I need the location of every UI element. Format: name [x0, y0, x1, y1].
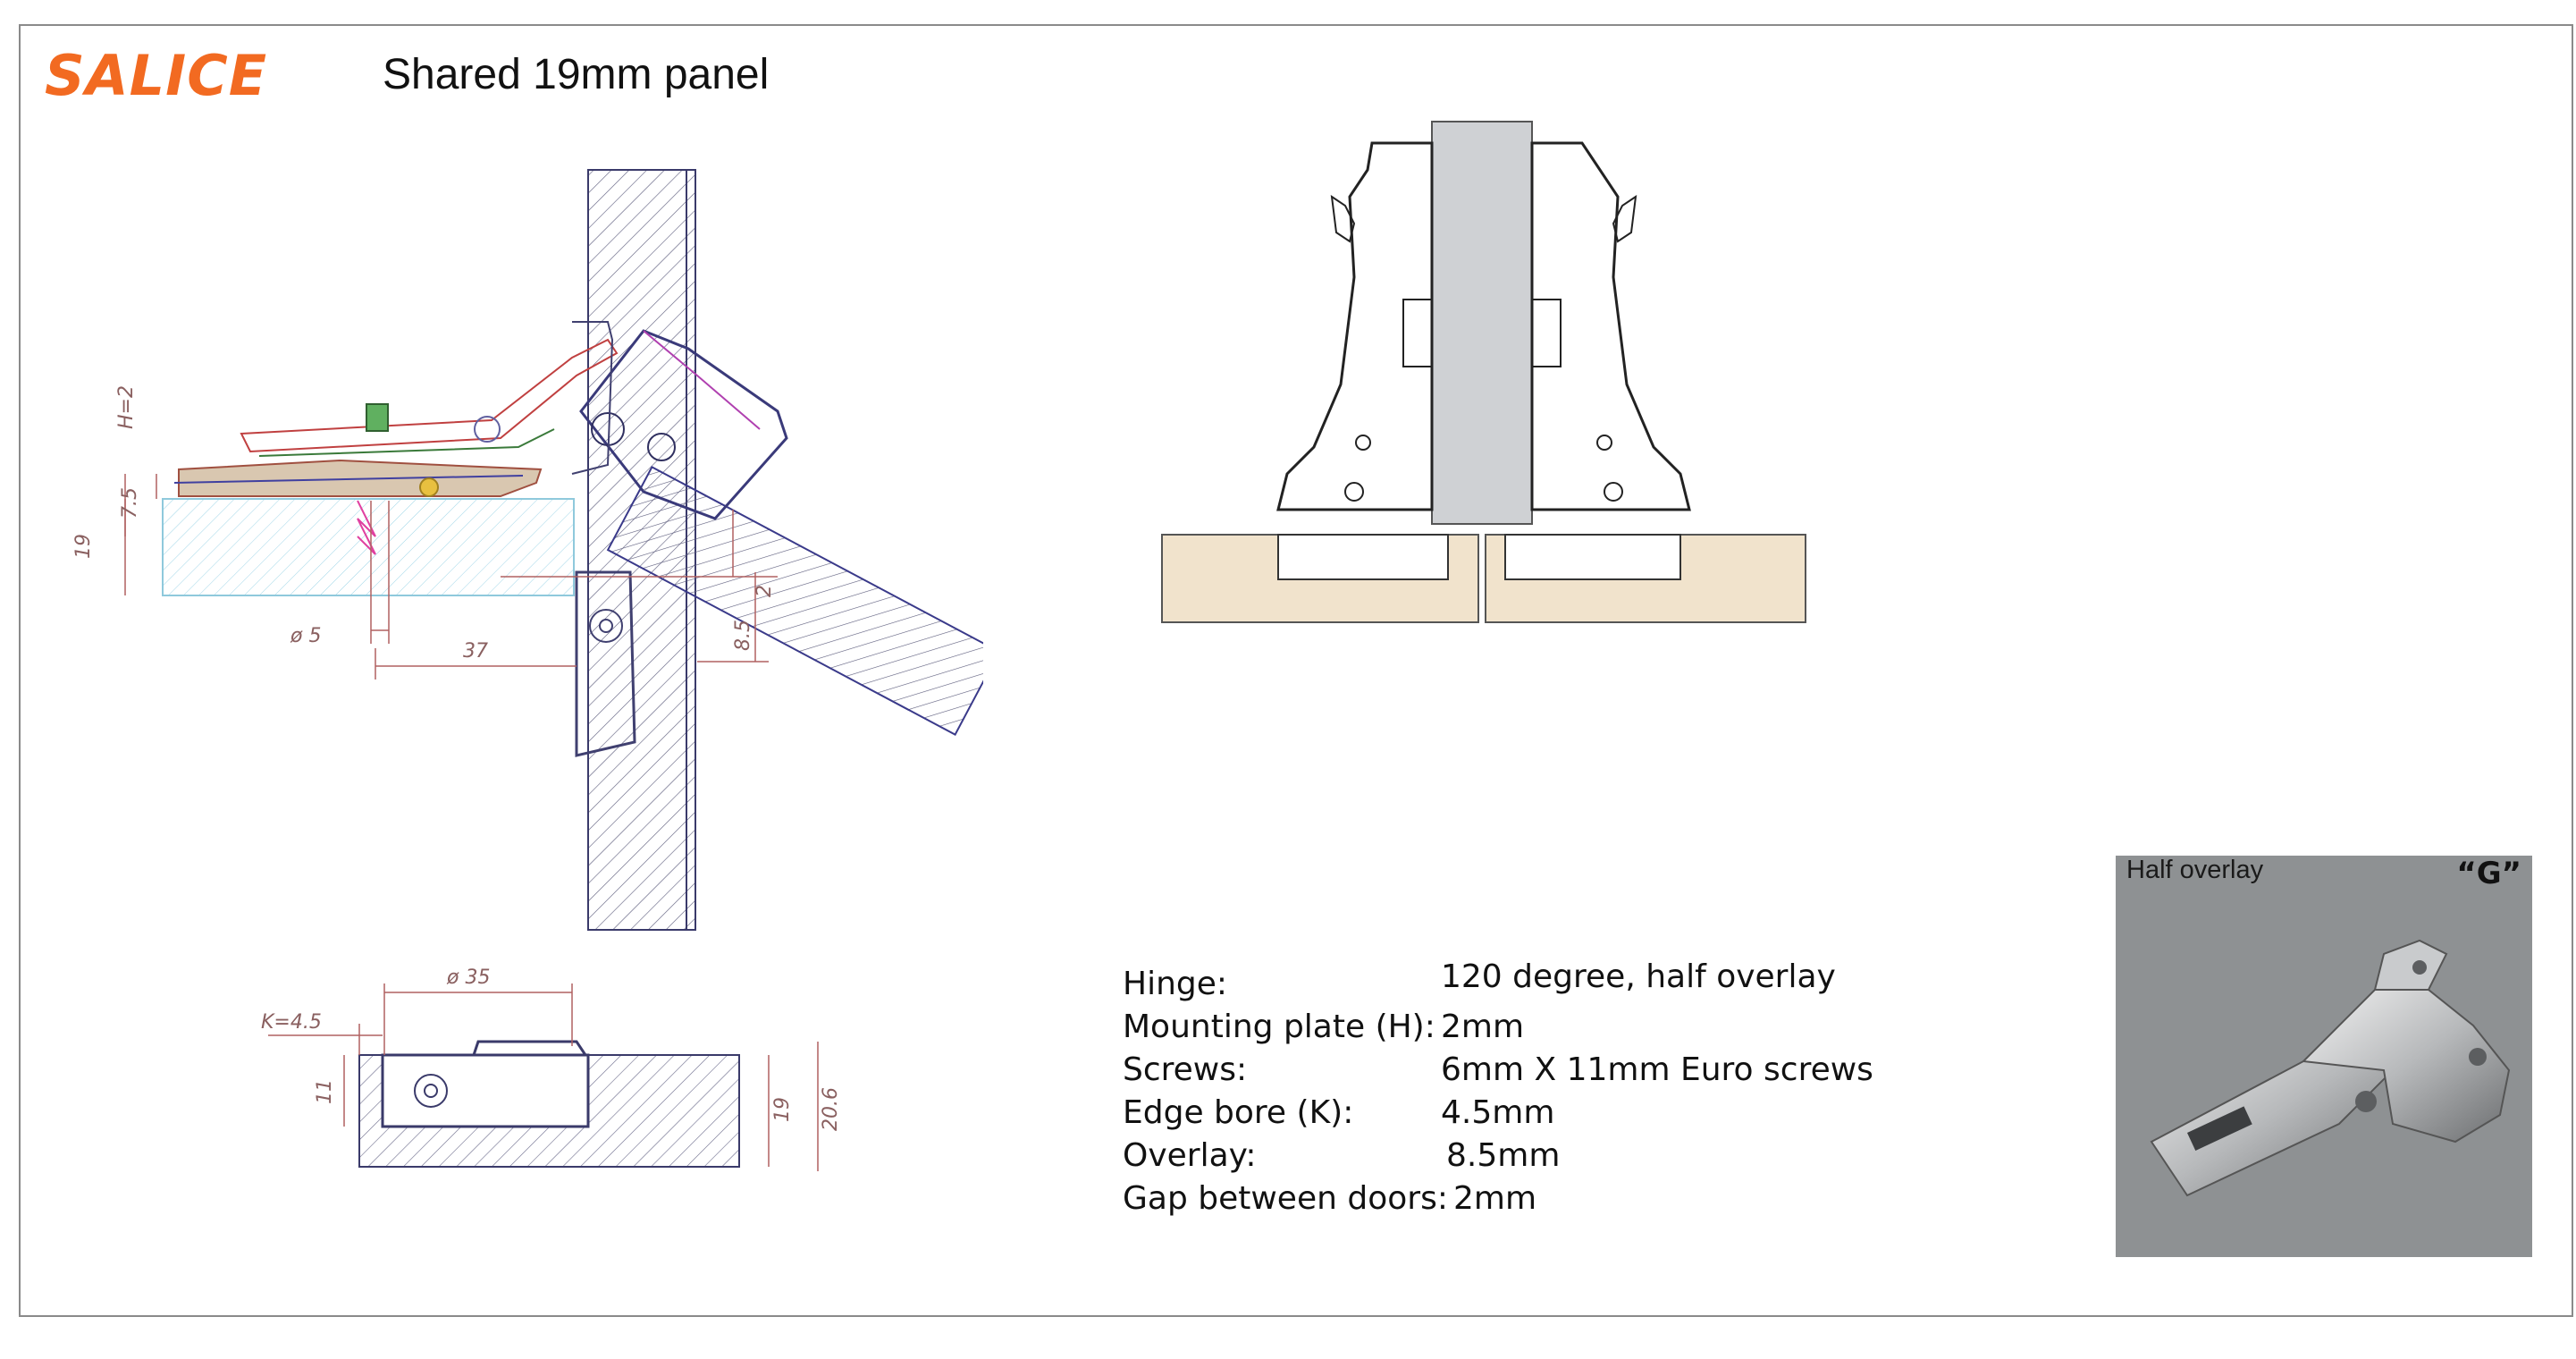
dim-screw-diameter: ø 5: [290, 625, 321, 647]
photo-model-code: “G”: [2456, 856, 2521, 891]
hinge-product-photo: Half overlay “G”: [2116, 856, 2532, 1257]
page-frame: [19, 24, 2573, 1317]
spec-label: Screws:: [1123, 1051, 1248, 1088]
cup-bore-plan-drawing: ø 35 K=4.5 11 19 20.6: [241, 957, 867, 1198]
dim-gap: 2: [753, 585, 776, 597]
dim-mounting-plate-h: H=2: [115, 385, 138, 429]
spec-label: Edge bore (K):: [1123, 1094, 1354, 1131]
hinge-illustration: [2116, 856, 2532, 1257]
photo-caption: Half overlay: [2126, 856, 2264, 884]
spec-value: 120 degree, half overlay: [1441, 958, 1836, 995]
spec-label: Mounting plate (H):: [1123, 1009, 1435, 1045]
spec-value: 6mm X 11mm Euro screws: [1441, 1051, 1873, 1088]
dim-edge-bore: K=4.5: [261, 1011, 322, 1034]
spec-value: 8.5mm: [1446, 1137, 1561, 1174]
dim-cup-depth: 11: [314, 1079, 336, 1104]
dim-overlay: 8.5: [732, 620, 754, 651]
page-title: Shared 19mm panel: [383, 51, 770, 98]
hinge-side-section-drawing: H=2 7.5 19 ø 5 37 8.5 2: [72, 161, 983, 948]
spec-value: 4.5mm: [1441, 1094, 1555, 1131]
spec-label: Hinge:: [1123, 966, 1228, 1002]
dim-distance-37: 37: [463, 640, 488, 663]
salice-logo: SALICE: [45, 43, 268, 108]
shared-panel-top-view-drawing: [1153, 116, 1814, 635]
spec-label: Overlay:: [1123, 1137, 1257, 1174]
dim-panel-thickness: 19: [72, 534, 95, 559]
spec-label: Gap between doors:: [1123, 1180, 1448, 1217]
spec-value: 2mm: [1441, 1009, 1525, 1045]
dim-overall-height: 20.6: [820, 1087, 842, 1131]
dim-cup-diameter: ø 35: [446, 966, 490, 989]
spec-value: 2mm: [1453, 1180, 1537, 1217]
dim-plate-height: 7.5: [119, 487, 141, 519]
dim-door-thickness: 19: [771, 1097, 794, 1122]
